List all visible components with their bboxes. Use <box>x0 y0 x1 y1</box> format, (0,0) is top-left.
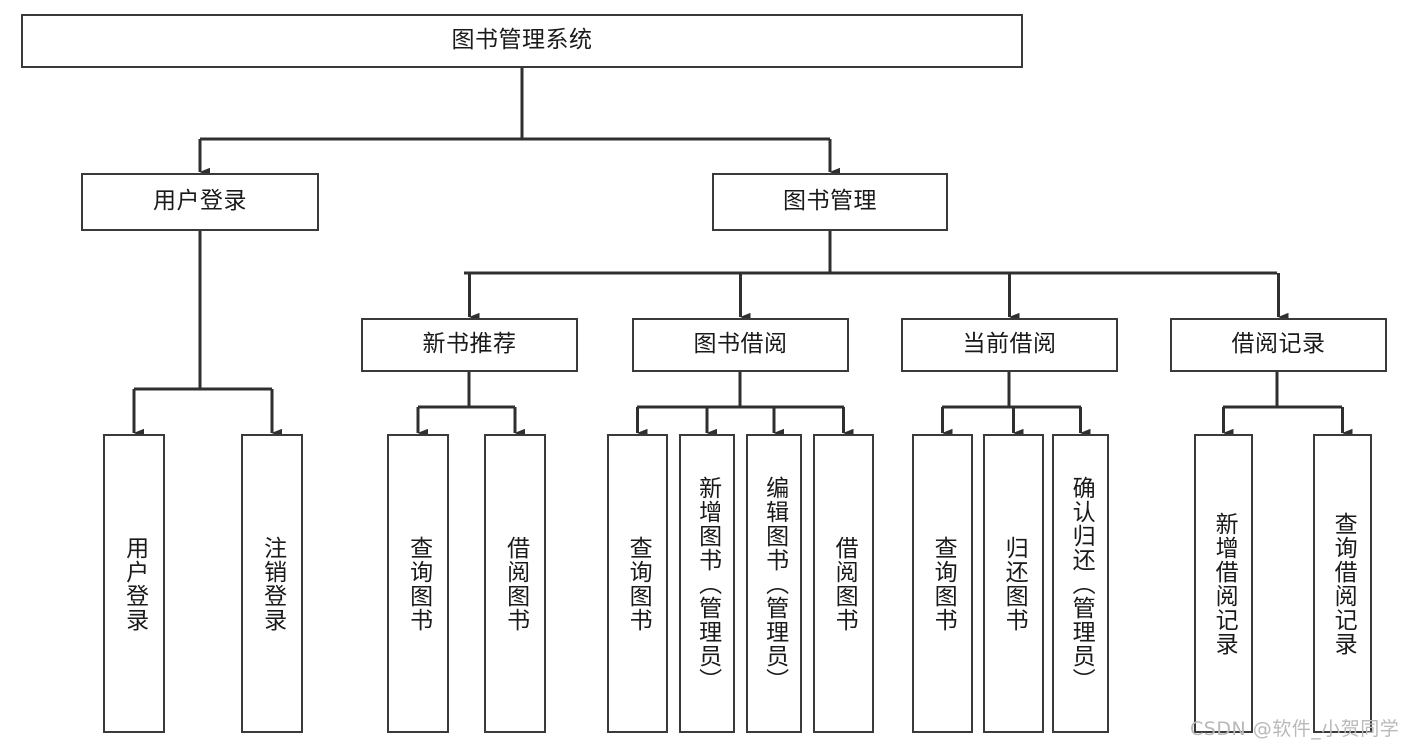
node-leaf-edit-book-label: 编辑图书（管理员） <box>761 475 788 692</box>
node-leaf-add-record-label: 新增借阅记录 <box>1211 511 1238 656</box>
node-new-book-rec[interactable]: 新书推荐 <box>361 318 578 372</box>
node-leaf-user-login[interactable]: 用户登录 <box>103 434 165 733</box>
node-leaf-confirm-return-label: 确认归还（管理员） <box>1068 475 1095 692</box>
node-leaf-add-record[interactable]: 新增借阅记录 <box>1194 434 1253 733</box>
node-leaf-user-login-label: 用户登录 <box>121 535 148 632</box>
node-leaf-logout[interactable]: 注销登录 <box>241 434 303 733</box>
node-leaf-borrow-book[interactable]: 借阅图书 <box>813 434 874 733</box>
node-leaf-borrow-book-rec[interactable]: 借阅图书 <box>484 434 546 733</box>
node-leaf-query-book-rec-label: 查询图书 <box>405 535 432 632</box>
node-borrow-record[interactable]: 借阅记录 <box>1170 318 1387 372</box>
node-user-login-label: 用户登录 <box>153 188 247 215</box>
node-leaf-query-book-current[interactable]: 查询图书 <box>912 434 973 733</box>
node-book-borrow-label: 图书借阅 <box>693 331 788 358</box>
node-leaf-borrow-book-label: 借阅图书 <box>831 535 858 632</box>
node-book-borrow[interactable]: 图书借阅 <box>632 318 849 372</box>
node-current-borrow[interactable]: 当前借阅 <box>901 318 1118 372</box>
node-leaf-query-book-rec[interactable]: 查询图书 <box>387 434 449 733</box>
node-user-login[interactable]: 用户登录 <box>81 173 319 231</box>
node-leaf-add-book[interactable]: 新增图书（管理员） <box>679 434 735 733</box>
node-leaf-add-book-label: 新增图书（管理员） <box>694 475 721 692</box>
node-leaf-return-book-label: 归还图书 <box>1001 535 1028 632</box>
node-book-manage-label: 图书管理 <box>783 188 877 215</box>
node-leaf-return-book[interactable]: 归还图书 <box>983 434 1044 733</box>
node-leaf-edit-book[interactable]: 编辑图书（管理员） <box>746 434 802 733</box>
node-leaf-query-record-label: 查询借阅记录 <box>1330 511 1357 656</box>
node-leaf-query-book-current-label: 查询图书 <box>930 535 957 632</box>
node-root[interactable]: 图书管理系统 <box>21 14 1023 68</box>
node-book-manage[interactable]: 图书管理 <box>712 173 948 231</box>
node-leaf-query-record[interactable]: 查询借阅记录 <box>1313 434 1372 733</box>
csdn-watermark: CSDN @软件_小贺同学 <box>1190 718 1400 740</box>
node-current-borrow-label: 当前借阅 <box>962 331 1057 358</box>
node-leaf-borrow-book-rec-label: 借阅图书 <box>502 535 529 632</box>
node-root-label: 图书管理系统 <box>451 27 593 54</box>
node-leaf-query-book-borrow-label: 查询图书 <box>625 535 652 632</box>
node-leaf-confirm-return[interactable]: 确认归还（管理员） <box>1052 434 1109 733</box>
node-new-book-rec-label: 新书推荐 <box>422 331 517 358</box>
node-leaf-query-book-borrow[interactable]: 查询图书 <box>607 434 668 733</box>
node-borrow-record-label: 借阅记录 <box>1231 331 1326 358</box>
node-leaf-logout-label: 注销登录 <box>259 535 286 632</box>
